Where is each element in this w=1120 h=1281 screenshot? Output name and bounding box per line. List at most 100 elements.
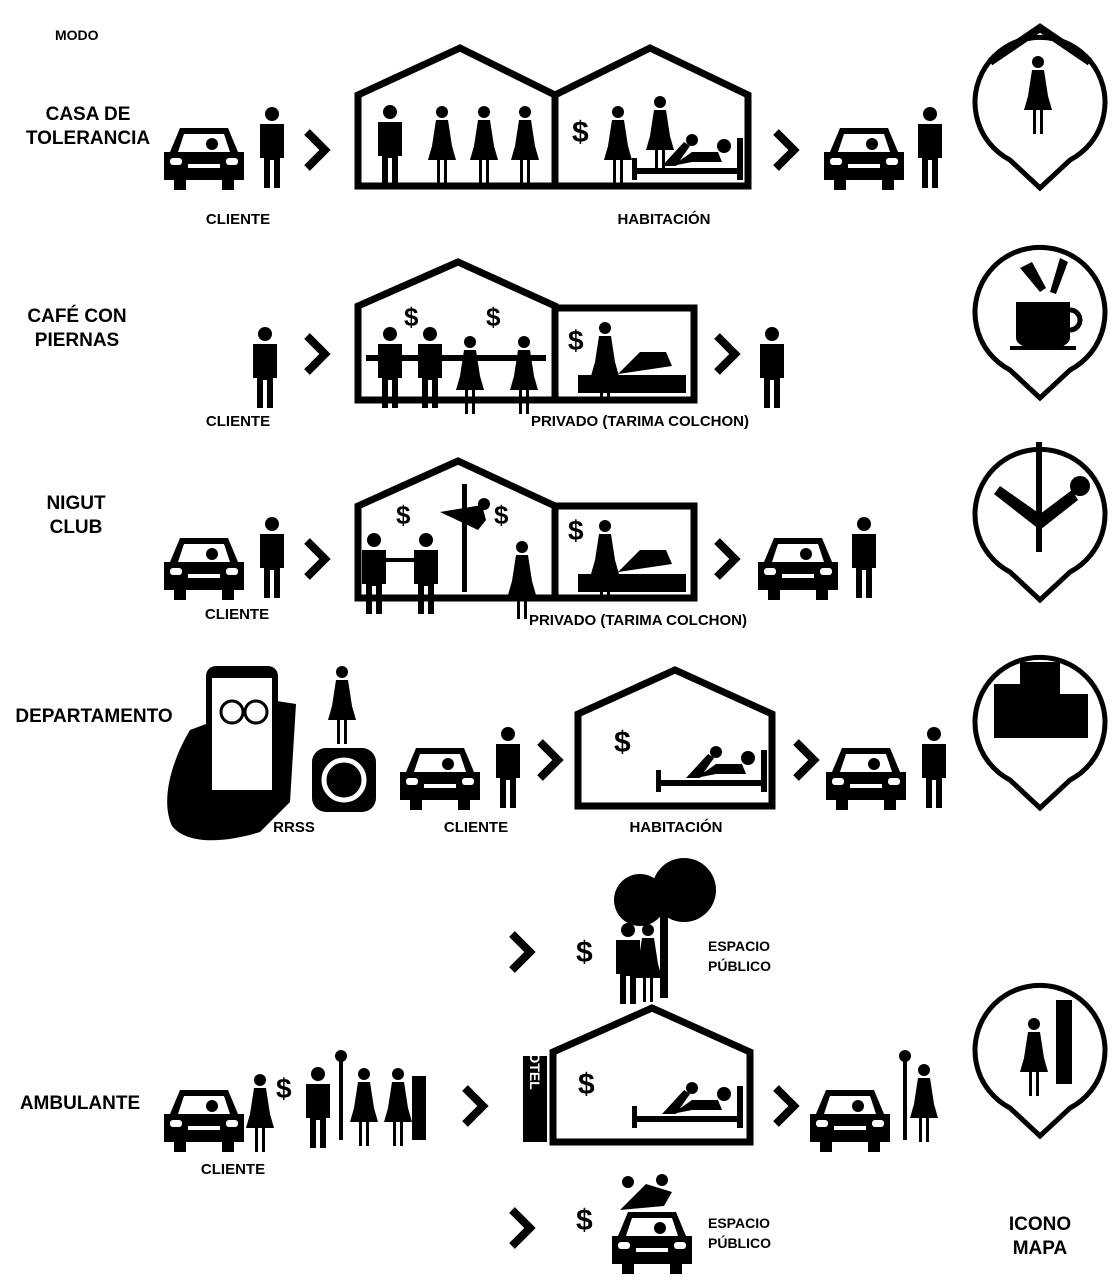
espacio-label-line1: ESPACIO bbox=[708, 1215, 770, 1231]
mode-title-line2: TOLERANCIA bbox=[26, 128, 150, 149]
screen-graphic bbox=[243, 699, 269, 725]
person-icon bbox=[260, 517, 284, 598]
chevron-right-icon bbox=[773, 129, 800, 171]
person-icon bbox=[760, 327, 784, 408]
bed-icon bbox=[656, 746, 767, 792]
dollar-icon: $ bbox=[568, 515, 584, 546]
streetlamp-icon bbox=[903, 1060, 907, 1140]
dancer-body bbox=[994, 486, 1078, 530]
mode-title-line2: PIERNAS bbox=[35, 330, 119, 351]
chevron-right-icon bbox=[304, 333, 331, 375]
person-icon bbox=[306, 1067, 330, 1148]
chevron-right-icon bbox=[714, 538, 741, 580]
car-icon bbox=[400, 748, 480, 810]
dancer-head bbox=[478, 498, 490, 510]
woman-icon bbox=[384, 1068, 412, 1146]
mode-title-line1: NIGUT bbox=[46, 493, 106, 514]
chevron-right-icon bbox=[304, 538, 331, 580]
house-icon bbox=[354, 457, 698, 602]
saucer bbox=[1010, 346, 1076, 350]
row-ambulante: $ ESPACIO PÚBLICO AMBULANTE $ CLIENTE HO… bbox=[20, 858, 1108, 1274]
tree-trunk bbox=[660, 910, 668, 998]
dollar-icon: $ bbox=[494, 500, 509, 530]
row-departamento: DEPARTAMENTO $ RRSS CLIENTE HABITACIÓN bbox=[15, 654, 1108, 841]
cup-handle bbox=[1069, 307, 1083, 333]
dollar-icon: $ bbox=[568, 325, 584, 356]
person-icon bbox=[362, 533, 386, 614]
figure-head bbox=[656, 1174, 668, 1186]
dollar-icon: $ bbox=[572, 116, 589, 149]
car-icon bbox=[164, 1090, 244, 1152]
client-figure bbox=[618, 352, 672, 374]
woman-icon bbox=[246, 1074, 274, 1152]
person-icon bbox=[922, 727, 946, 808]
person-icon bbox=[918, 107, 942, 188]
bed-icon bbox=[632, 1082, 743, 1128]
table bbox=[386, 558, 416, 562]
car-icon bbox=[758, 538, 838, 600]
woman-icon bbox=[511, 106, 539, 184]
dollar-icon: $ bbox=[404, 302, 419, 332]
screen-graphic bbox=[219, 699, 245, 725]
figure-head bbox=[622, 1176, 634, 1188]
cliente-label: CLIENTE bbox=[444, 819, 508, 836]
person-icon bbox=[260, 107, 284, 188]
phone-screen bbox=[212, 678, 272, 790]
hotel-sign-icon bbox=[523, 1056, 547, 1142]
cliente-label: CLIENTE bbox=[206, 211, 270, 228]
espacio-label-line1: ESPACIO bbox=[708, 938, 770, 954]
woman-icon bbox=[634, 924, 662, 1002]
chevron-right-icon bbox=[462, 1085, 489, 1127]
room-label: HABITACIÓN bbox=[617, 210, 710, 228]
espacio-label-line2: PÚBLICO bbox=[708, 1234, 771, 1251]
person-icon bbox=[418, 327, 442, 408]
dollar-icon: $ bbox=[578, 1068, 595, 1101]
dollar-icon: $ bbox=[396, 500, 411, 530]
bar-counter bbox=[366, 355, 546, 361]
person-icon bbox=[852, 517, 876, 598]
roof-icon bbox=[987, 23, 1093, 66]
room-label: PRIVADO (TARIMA COLCHON) bbox=[531, 413, 749, 430]
row-casa-de-tolerancia: CASA DE TOLERANCIA $ CLIENTE HABITACIÓN bbox=[26, 23, 1108, 228]
row-nigut-club: NIGUT CLUB $ $ $ CLIENTE PRIVADO (TARIMA… bbox=[46, 442, 1108, 629]
dancer-head bbox=[1070, 476, 1090, 496]
building-icon bbox=[1020, 662, 1060, 738]
rrss-label: RRSS bbox=[273, 819, 315, 836]
dollar-icon: $ bbox=[276, 1073, 292, 1104]
woman-icon bbox=[350, 1068, 378, 1146]
person-icon bbox=[496, 727, 520, 808]
legs-icon bbox=[1020, 258, 1068, 294]
person-icon bbox=[378, 327, 402, 408]
building-wing bbox=[994, 684, 1020, 738]
house-icon bbox=[354, 258, 698, 404]
mattress-platform bbox=[578, 574, 686, 592]
icono-label-line2: MAPA bbox=[1013, 1238, 1068, 1259]
chevron-right-icon bbox=[537, 739, 564, 781]
client-figure bbox=[618, 550, 672, 572]
woman-icon bbox=[428, 106, 456, 184]
modo-label: MODO bbox=[55, 27, 99, 43]
car-icon bbox=[810, 1090, 890, 1152]
wall-icon bbox=[412, 1076, 426, 1140]
person-icon bbox=[616, 923, 640, 1004]
car-icon bbox=[164, 538, 244, 600]
cliente-label: CLIENTE bbox=[206, 413, 270, 430]
person-icon bbox=[253, 327, 277, 408]
mode-title-line1: CASA DE bbox=[46, 104, 131, 125]
mode-title-line2: CLUB bbox=[50, 517, 103, 538]
whatsapp-icon bbox=[312, 748, 376, 812]
tree-canopy bbox=[652, 858, 716, 922]
lamp-head bbox=[899, 1050, 911, 1062]
icono-label-line1: ICONO bbox=[1009, 1214, 1071, 1235]
espacio-label-line2: PÚBLICO bbox=[708, 957, 771, 974]
woman-icon bbox=[910, 1064, 938, 1142]
person-icon bbox=[378, 105, 402, 186]
woman-icon bbox=[604, 106, 632, 184]
house-icon bbox=[549, 1004, 754, 1146]
woman-icon bbox=[508, 541, 536, 619]
pole-dancer-icon bbox=[1036, 442, 1042, 552]
dollar-icon: $ bbox=[576, 1204, 593, 1237]
house-icon bbox=[354, 44, 752, 190]
room-label: HABITACIÓN bbox=[629, 818, 722, 836]
